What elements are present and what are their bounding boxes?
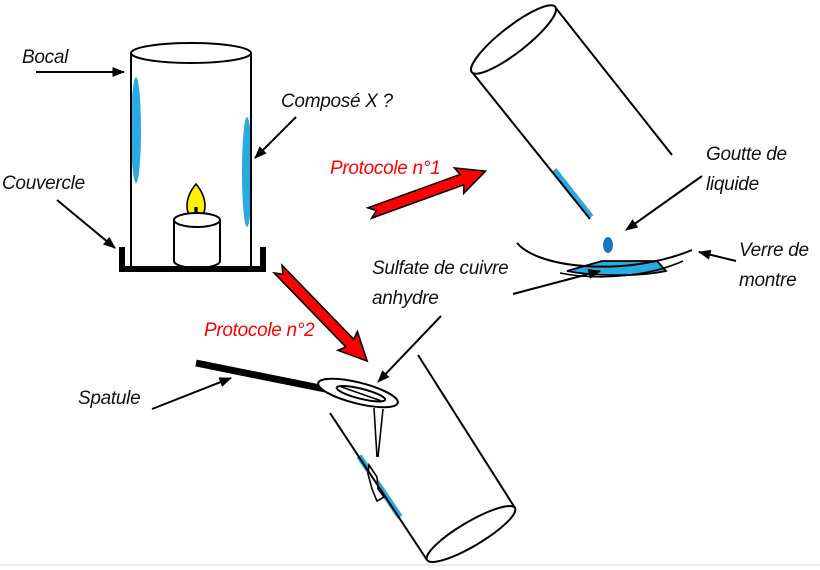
label-couvercle: Couvercle: [2, 173, 85, 194]
label-compose-x: Composé X ?: [281, 91, 393, 112]
spatula-group: [195, 359, 399, 458]
jar-closed-end: [469, 4, 558, 75]
goutte-pointer: [625, 175, 703, 231]
protocol-2-arrow-icon: [271, 263, 369, 363]
sulfate-to-glass-pointer: [512, 269, 601, 295]
watch-glass-upper-arc: [516, 242, 693, 268]
verre-pointer: [698, 249, 737, 262]
jar-upper-edge: [554, 6, 673, 156]
tilted-jar-protocol2: [329, 354, 517, 563]
protocol-1-arrow-icon: [365, 166, 488, 220]
powder-stream-left: [373, 407, 378, 458]
powder-ridge: [340, 385, 382, 402]
spatula-handle: [195, 359, 326, 393]
jar-mouth: [130, 42, 252, 64]
compose-x-pointer: [254, 116, 297, 159]
watch-glass-group: [516, 237, 693, 278]
label-protocole-1: Protocole n°1: [330, 158, 441, 179]
label-protocole-2: Protocole n°2: [204, 320, 315, 341]
hydrated-sulfate-puddle: [566, 260, 668, 277]
jar2-right-wall: [417, 354, 516, 509]
label-sulfate-de-cuivre: Sulfate de cuivre anhydre: [372, 258, 509, 309]
condensation-streak: [551, 168, 594, 219]
jar-with-candle: [119, 42, 266, 272]
watch-glass-lower-arc: [559, 260, 684, 278]
tilted-jar-protocol1: [469, 4, 673, 220]
sulfate-to-spatula-pointer: [377, 315, 442, 383]
jar-lid: [119, 247, 266, 272]
spatule-pointer: [151, 377, 232, 410]
jar-lower-edge: [471, 71, 591, 220]
condensation-right: [242, 117, 252, 227]
couvercle-pointer: [56, 199, 116, 249]
label-verre-de-montre: Verre de montre: [739, 240, 809, 291]
jar2-closed-end: [425, 505, 517, 563]
label-goutte-de-liquide: Goutte de liquide: [706, 144, 787, 195]
candle-top: [173, 212, 221, 228]
pointer-lines: [36, 67, 737, 410]
label-spatule: Spatule: [78, 388, 141, 409]
powder-stream-right: [377, 408, 384, 458]
liquid-drop: [603, 237, 613, 253]
jar2-left-wall: [329, 412, 428, 561]
condensation-left: [131, 77, 141, 183]
label-bocal: Bocal: [22, 47, 69, 68]
